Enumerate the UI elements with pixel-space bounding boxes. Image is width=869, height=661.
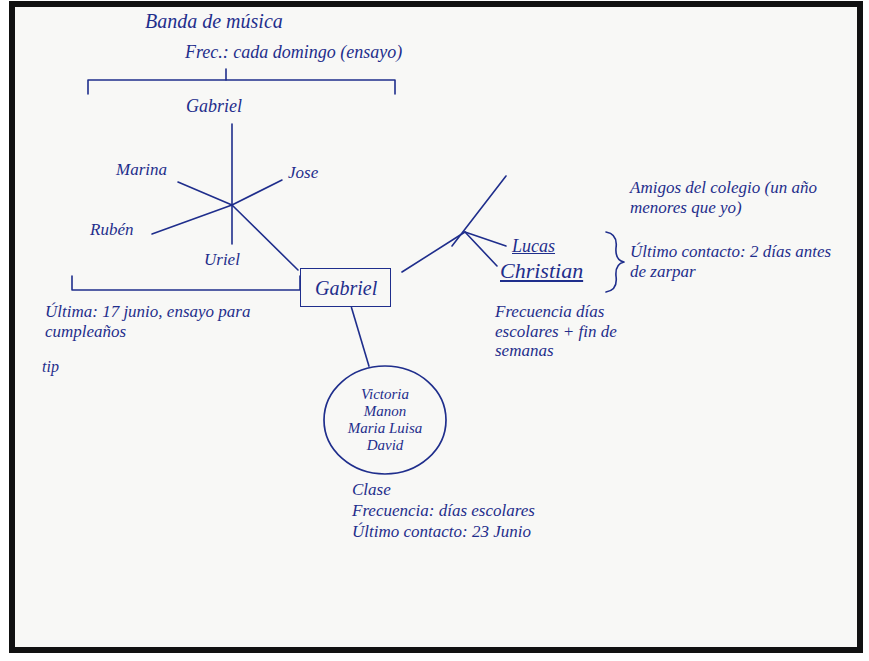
note-label: Frec.: cada domingo (ensayo) [185, 42, 505, 63]
note-label: Último contacto: 23 Junio [352, 522, 612, 542]
group-bracket [88, 80, 395, 94]
group-circle: VictoriaManonMaria LuisaDavid [323, 365, 447, 475]
hub-line [465, 232, 497, 266]
note-label: Clase [352, 480, 472, 500]
star-line [231, 124, 233, 244]
note-label: Lucas [512, 236, 602, 257]
note-label: Último contacto: 2 días antes de zarpar [630, 242, 835, 281]
note-label: Frecuencia días escolares + fin de seman… [495, 302, 645, 361]
note-label: Uriel [204, 250, 284, 270]
star-line [232, 180, 282, 205]
node-text: Victoria [323, 386, 447, 403]
connector-line [351, 307, 369, 367]
curly-brace [606, 232, 624, 292]
note-label: Marina [116, 160, 206, 180]
hub-line [452, 176, 506, 246]
group-bracket [72, 276, 300, 290]
node-text: Gabriel [315, 277, 376, 300]
note-label: Banda de música [145, 10, 405, 33]
photo-frame [12, 4, 860, 650]
note-label: Jose [288, 163, 368, 183]
star-line [178, 182, 298, 270]
bracket-tick [225, 69, 227, 80]
note-label: Gabriel [186, 96, 306, 117]
hub-line [402, 232, 465, 272]
note-label: Christian [500, 258, 610, 283]
person-box: Gabriel [300, 268, 391, 307]
note-label: tip [42, 358, 102, 376]
note-label: Rubén [90, 220, 170, 240]
note-label: Frecuencia: días escolares [352, 501, 612, 521]
note-label: Amigos del colegio (un año menores que y… [630, 178, 835, 217]
node-text: Manon [323, 403, 447, 420]
node-text: Maria Luisa [323, 420, 447, 437]
node-text: David [323, 437, 447, 454]
star-line [152, 205, 232, 234]
note-label: Última: 17 junio, ensayo para cumpleaños [45, 302, 260, 341]
